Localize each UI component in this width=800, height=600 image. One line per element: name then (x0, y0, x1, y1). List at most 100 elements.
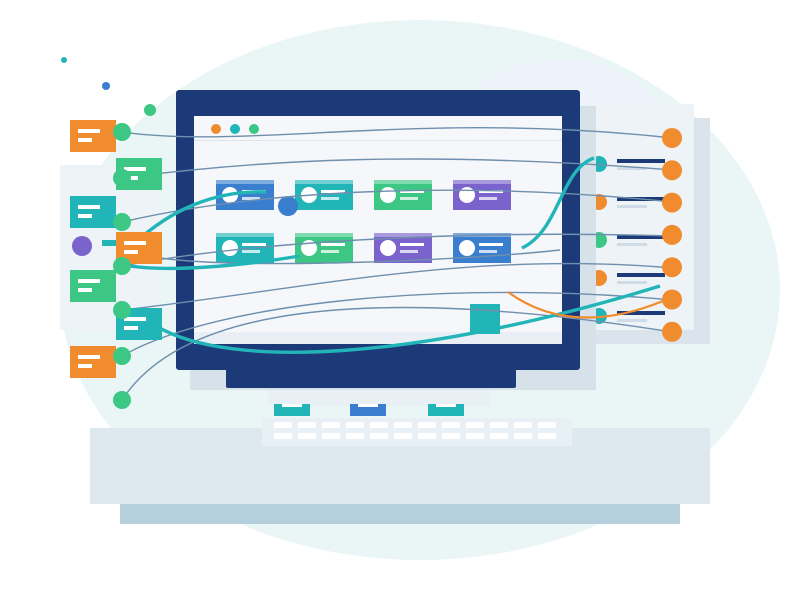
widget-avatar (459, 187, 475, 203)
keyboard-icon (262, 418, 572, 446)
left-card-line (124, 317, 146, 321)
card-icon (70, 270, 116, 302)
widget-line (400, 190, 424, 193)
window-dot (249, 124, 259, 134)
connection-lines (121, 127, 673, 401)
right-nodes (662, 128, 682, 342)
left-card-line (78, 205, 100, 209)
keyboard-key (538, 433, 556, 439)
widget-line (321, 190, 345, 193)
left-node (113, 347, 131, 365)
widget-line (321, 197, 339, 200)
left-card-line (78, 288, 92, 292)
card-icon (70, 346, 116, 378)
desk (90, 428, 710, 524)
widget-header (295, 180, 353, 184)
connection-line (121, 233, 673, 267)
left-cards (70, 120, 162, 378)
left-card-line (124, 167, 146, 171)
drawer-tab-line (282, 404, 302, 407)
keyboard-key (442, 422, 460, 428)
widget-line (479, 243, 503, 246)
widget-avatar (222, 240, 238, 256)
widget-header (216, 180, 274, 184)
keyboard-key (490, 422, 508, 428)
panel-row-subline (617, 167, 647, 170)
connection-line-orange (507, 291, 671, 319)
left-card-line (124, 241, 146, 245)
widget-line (400, 243, 424, 246)
widget-line (400, 197, 418, 200)
left-node (113, 213, 131, 231)
keyboard-key (370, 422, 388, 428)
panel-row-subline (617, 205, 647, 208)
widget-line (242, 197, 260, 200)
widget-header (453, 180, 511, 184)
left-node (113, 391, 131, 409)
left-node (113, 169, 131, 187)
widget-line (400, 250, 418, 253)
panel-row-subline (617, 243, 647, 246)
keyboard-key (322, 433, 340, 439)
widget-avatar (459, 240, 475, 256)
card-icon (374, 180, 432, 210)
widget-line (242, 250, 260, 253)
keyboard-key (514, 422, 532, 428)
window-dot (230, 124, 240, 134)
connection-line (121, 262, 673, 311)
widget-avatar (380, 240, 396, 256)
right-node (662, 192, 682, 213)
widget-line (321, 243, 345, 246)
panel-row-subline (617, 281, 647, 284)
left-card-line (78, 364, 92, 368)
panel-row-subline (617, 319, 647, 322)
left-card-body (70, 196, 116, 228)
right-node (662, 321, 682, 342)
left-card-body (70, 270, 116, 302)
left-node (113, 257, 131, 275)
left-nodes (113, 123, 131, 409)
keyboard-key (394, 422, 412, 428)
panel-row-line (617, 159, 665, 163)
left-node (113, 123, 131, 141)
keyboard-key (274, 433, 292, 439)
connection-line (121, 158, 673, 179)
right-node (662, 224, 682, 245)
connection-line (159, 249, 561, 265)
keyboard-key (442, 433, 460, 439)
widget-header (374, 180, 432, 184)
widget-header (374, 233, 432, 237)
left-card-line (124, 250, 138, 254)
keyboard-key (298, 422, 316, 428)
keyboard-key (322, 422, 340, 428)
left-card-line (78, 129, 100, 133)
keyboard-key (346, 433, 364, 439)
keyboard-key (346, 422, 364, 428)
keyboard-key (370, 433, 388, 439)
drawer-tab-line (358, 404, 378, 407)
keyboard-key (538, 422, 556, 428)
keyboard-key (466, 422, 484, 428)
card-icon (70, 120, 116, 152)
connection-line-teal (155, 284, 661, 354)
avatar (72, 236, 92, 256)
connection-line (121, 127, 673, 139)
card-icon (374, 233, 432, 263)
decorative-dots (61, 57, 156, 116)
drawer-tab-line (436, 404, 456, 407)
panel-row-line (617, 273, 665, 277)
widget-header (295, 233, 353, 237)
window-dot (211, 124, 221, 134)
widget-header (216, 233, 274, 237)
panel-row-line (617, 311, 665, 315)
keyboard-key (466, 433, 484, 439)
widget-line (242, 243, 266, 246)
right-node (662, 160, 682, 181)
panel-row-line (617, 235, 665, 239)
window-controls (211, 124, 259, 134)
right-node (662, 128, 682, 148)
left-card-line (78, 138, 92, 142)
widget-line (479, 190, 503, 193)
right-node (662, 289, 682, 310)
